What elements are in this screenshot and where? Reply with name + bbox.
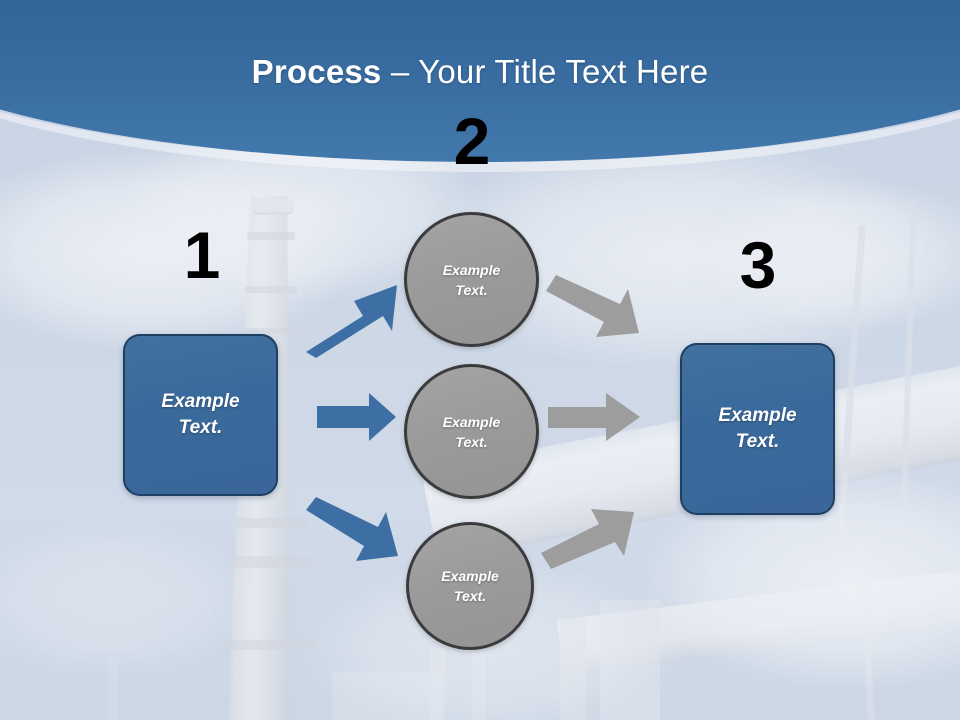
circle-middle[interactable]: Example Text. bbox=[404, 364, 539, 499]
smokestack-band bbox=[235, 518, 307, 528]
smokestack-band bbox=[245, 286, 297, 293]
circle-middle-label: Example Text. bbox=[442, 413, 501, 450]
end-box-label: Example Text. bbox=[718, 405, 797, 452]
smokestack-band bbox=[224, 640, 316, 650]
circle-top[interactable]: Example Text. bbox=[404, 212, 539, 347]
page-title: Process – Your Title Text Here bbox=[0, 52, 960, 92]
cloud bbox=[0, 520, 260, 680]
title-banner-highlight-band bbox=[0, 0, 960, 172]
pylon bbox=[108, 660, 118, 720]
circle-bottom-label: Example Text. bbox=[441, 568, 499, 604]
step-number-3: 3 bbox=[739, 228, 777, 302]
circle-top-label: Example Text. bbox=[442, 261, 501, 298]
page-title-rest: – Your Title Text Here bbox=[381, 53, 709, 90]
smokestack-band bbox=[247, 232, 295, 240]
end-box[interactable]: Example Text. bbox=[680, 343, 835, 515]
step-number-2: 2 bbox=[453, 104, 491, 178]
smokestack-band bbox=[231, 556, 311, 568]
smokestack-band bbox=[243, 328, 299, 334]
page-title-strong: Process bbox=[251, 53, 382, 90]
start-box[interactable]: Example Text. bbox=[123, 334, 278, 496]
circle-bottom[interactable]: Example Text. bbox=[406, 522, 534, 650]
start-box-label: Example Text. bbox=[161, 391, 240, 438]
step-number-1: 1 bbox=[183, 218, 221, 292]
smokestack-cap bbox=[252, 198, 294, 212]
